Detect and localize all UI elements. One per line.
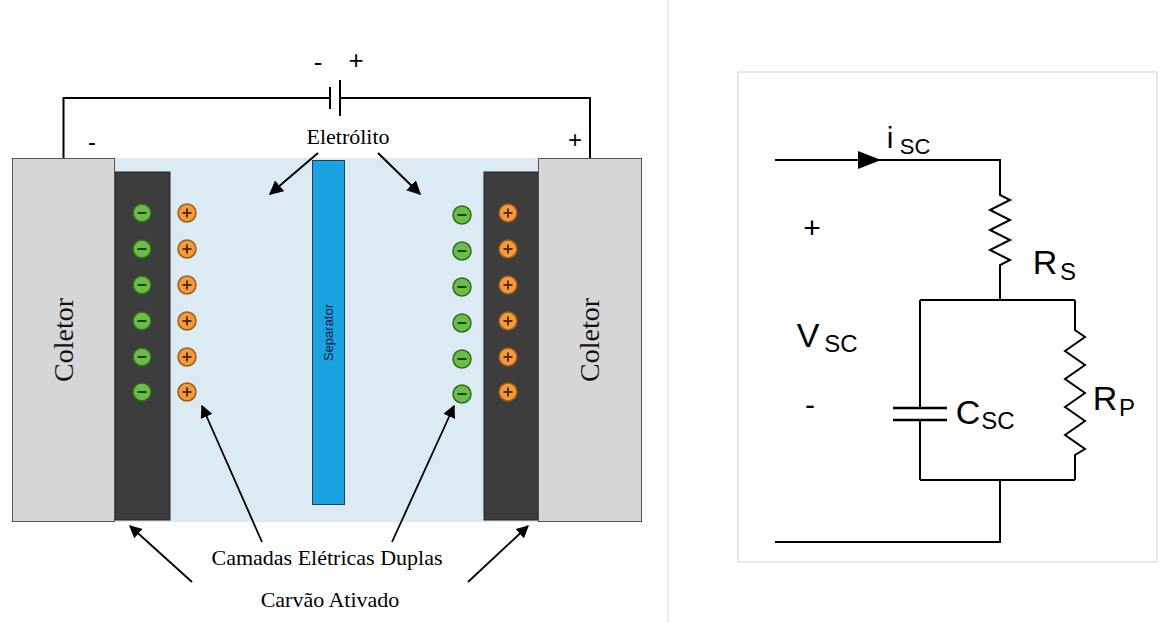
anion xyxy=(133,204,151,222)
battery-gap xyxy=(331,90,339,106)
wire xyxy=(920,299,1075,301)
component-subscript: P xyxy=(1119,396,1135,420)
anion xyxy=(133,348,151,366)
anion xyxy=(453,350,471,368)
wire xyxy=(920,479,1075,481)
cation xyxy=(178,348,196,366)
battery-plate xyxy=(339,80,341,116)
circuit-panel xyxy=(738,72,1157,562)
collector-plate: Coletor xyxy=(12,158,115,522)
terminal-sign: + xyxy=(568,128,582,152)
activated-carbon xyxy=(115,172,170,520)
anion xyxy=(453,206,471,224)
anion xyxy=(453,242,471,260)
panel-divider xyxy=(668,0,669,623)
battery-plate xyxy=(329,87,331,109)
anion xyxy=(133,312,151,330)
leader-line xyxy=(468,526,528,582)
cation xyxy=(499,204,517,222)
activated-carbon xyxy=(484,172,538,520)
wire xyxy=(775,480,1000,542)
wire xyxy=(775,160,1000,190)
cation xyxy=(499,312,517,330)
polarity-sign: + xyxy=(803,213,821,243)
cation xyxy=(178,383,196,401)
wire xyxy=(919,300,921,408)
part-label: Eletrólito xyxy=(306,126,389,148)
separator-band: Separator xyxy=(312,160,345,505)
anion xyxy=(133,240,151,258)
part-label: Camadas Elétricas Duplas xyxy=(212,547,443,569)
component-name: R xyxy=(1033,245,1058,279)
signal-subscript: SC xyxy=(824,332,857,356)
cation xyxy=(499,348,517,366)
box-label: Coletor xyxy=(50,298,78,382)
anion xyxy=(453,314,471,332)
component-name: C xyxy=(956,395,981,429)
anion xyxy=(133,276,151,294)
box-label: Separator xyxy=(322,304,335,361)
cation xyxy=(178,312,196,330)
terminal-sign: - xyxy=(314,49,323,75)
signal-subscript: SC xyxy=(900,136,931,158)
terminal-sign: + xyxy=(348,47,363,73)
capacitor-symbol xyxy=(893,408,947,420)
anion xyxy=(133,383,151,401)
terminal-sign: - xyxy=(88,130,96,154)
cation xyxy=(499,383,517,401)
cation xyxy=(499,276,517,294)
resistor-symbol xyxy=(1065,300,1085,480)
component-subscript: S xyxy=(1060,260,1076,284)
anion xyxy=(453,278,471,296)
connecting-wire xyxy=(64,98,591,158)
signal-name: V xyxy=(797,318,820,352)
leader-line xyxy=(378,153,420,194)
wire xyxy=(919,420,921,480)
box-label: Coletor xyxy=(576,298,604,382)
electrolyte xyxy=(115,158,538,522)
collector-plate: Coletor xyxy=(538,158,642,522)
component-name: R xyxy=(1093,381,1118,415)
polarity-sign: - xyxy=(805,390,815,420)
part-label: Carvão Ativado xyxy=(261,589,400,611)
leader-line xyxy=(202,406,262,542)
current-arrow xyxy=(858,151,881,169)
anion xyxy=(453,385,471,403)
component-subscript: SC xyxy=(981,409,1014,433)
cation xyxy=(178,240,196,258)
signal-name: i xyxy=(887,123,894,153)
cation xyxy=(178,204,196,222)
cation xyxy=(499,240,517,258)
cation xyxy=(178,276,196,294)
resistor-symbol xyxy=(990,190,1010,300)
leader-line xyxy=(130,526,192,582)
leader-line xyxy=(270,153,318,194)
leader-line xyxy=(392,406,454,542)
